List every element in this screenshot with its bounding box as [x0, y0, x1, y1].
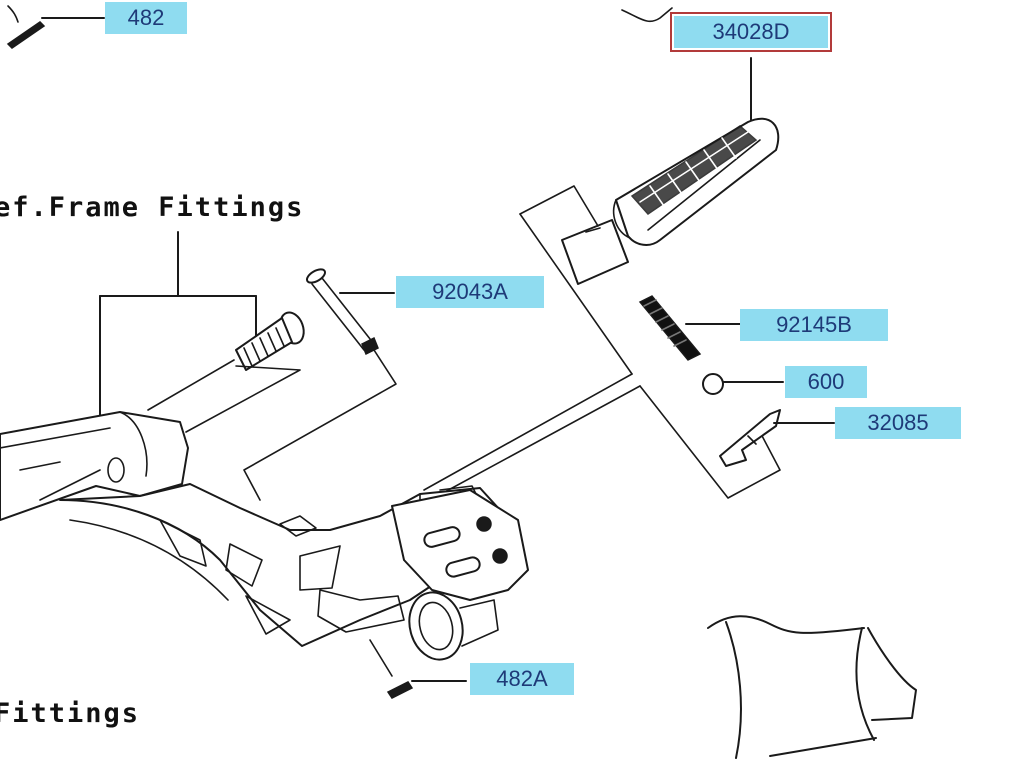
- ref-frame-fittings-note-top: ef.Frame Fittings: [0, 192, 305, 223]
- pin-92043a-drawing: [243, 268, 397, 501]
- footrest-peg-drawing: [519, 117, 780, 375]
- pin-482-drawing: [6, 5, 105, 49]
- part-label-600[interactable]: 600: [785, 366, 867, 398]
- part-label-32085[interactable]: 32085: [835, 407, 961, 439]
- detent-plate-drawing: [719, 409, 835, 467]
- ref-frame-fittings-note-bottom: Fittings: [0, 698, 141, 729]
- ref-frame-fittings-leader: [99, 231, 257, 417]
- ball-drawing: [702, 373, 784, 395]
- part-label-34028d[interactable]: 34028D: [670, 12, 832, 52]
- part-label-92043a[interactable]: 92043A: [396, 276, 544, 308]
- assembly-outline: [423, 373, 781, 501]
- cotter-pin-482a-drawing: [386, 680, 467, 699]
- bolt-drawing: [147, 311, 305, 433]
- footrest-bracket-drawing: [0, 411, 529, 677]
- leader-34028d: [621, 7, 752, 121]
- partial-part-drawing: [707, 615, 917, 759]
- part-label-482[interactable]: 482: [105, 2, 187, 34]
- part-label-482a[interactable]: 482A: [470, 663, 574, 695]
- part-label-92145b[interactable]: 92145B: [740, 309, 888, 341]
- spring-drawing: [638, 295, 741, 361]
